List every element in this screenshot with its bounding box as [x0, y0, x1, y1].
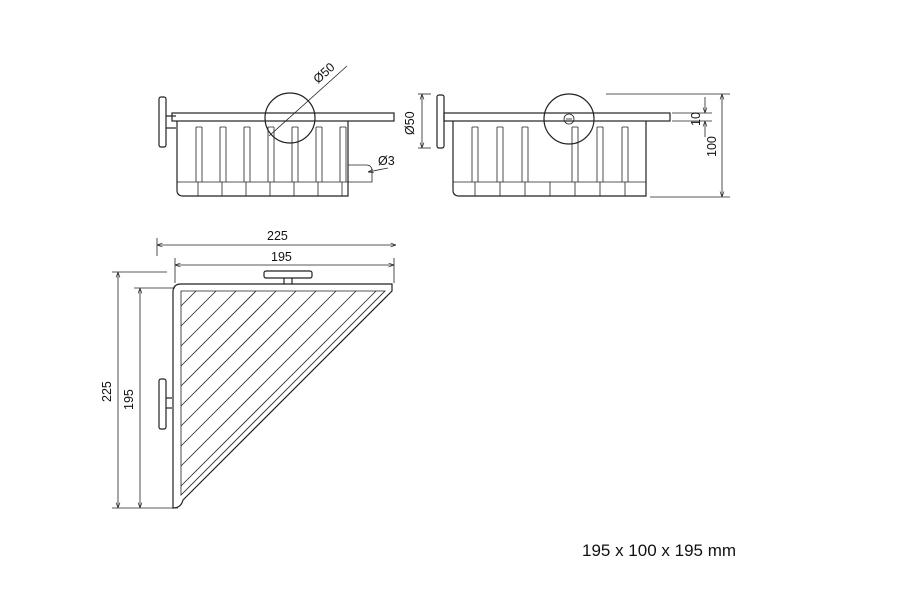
- top-wall-plate-back: [263, 270, 313, 279]
- side-wall-plate: [158, 96, 167, 148]
- front-wire-loops: [471, 126, 629, 196]
- front-disc-screw: [563, 113, 575, 125]
- top-outer-depth-label: 225: [100, 381, 114, 402]
- front-view: Ø50 10 100: [403, 93, 730, 198]
- side-view: Ø50 Ø3: [158, 60, 395, 197]
- side-basket-outline: [176, 121, 349, 197]
- top-wall-plate-side: [158, 378, 167, 430]
- side-wire-label: Ø3: [378, 154, 395, 168]
- dimensions-caption: 195 x 100 x 195 mm: [582, 541, 737, 560]
- front-height-label: 100: [705, 136, 719, 157]
- top-inner-depth-label: 195: [122, 389, 136, 410]
- side-diameter-label: Ø50: [311, 60, 338, 86]
- side-top-rail: [171, 112, 395, 122]
- side-disc-circle: [264, 92, 316, 144]
- top-basket-frame: [172, 283, 393, 509]
- top-inner-width-label: 195: [271, 250, 292, 264]
- front-disc-circle: [543, 93, 595, 145]
- top-view: 225 195 225 195: [100, 229, 396, 509]
- front-rim-label: 10: [689, 112, 703, 126]
- side-wire-end: [348, 164, 373, 183]
- top-diagonal-wires: [180, 290, 377, 487]
- side-wire-loops: [195, 126, 347, 196]
- front-top-rail: [443, 112, 671, 122]
- side-wire-leader: [368, 167, 389, 172]
- front-basket-outline: [452, 121, 647, 197]
- top-basket-inner-frame: [180, 290, 386, 496]
- top-outer-width-label: 225: [267, 229, 288, 243]
- front-diameter-label: Ø50: [403, 111, 417, 135]
- front-wall-plate: [436, 94, 445, 149]
- side-diameter-leader: [268, 65, 348, 137]
